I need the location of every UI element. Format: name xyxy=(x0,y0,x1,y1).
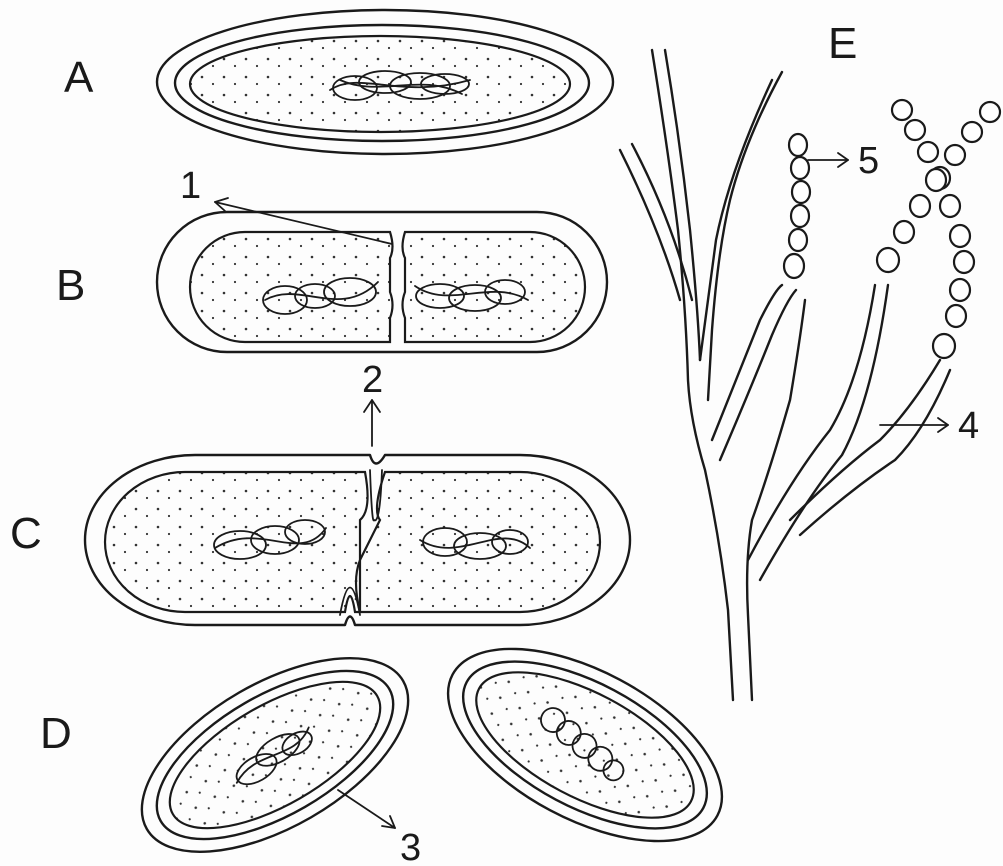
cell-d-left xyxy=(111,619,439,866)
callout-5-arrow xyxy=(808,153,848,167)
cell-c-right-compartment xyxy=(356,472,600,612)
label-a: A xyxy=(64,53,94,102)
cell-b xyxy=(157,212,607,352)
label-c: C xyxy=(10,509,42,558)
spore-chain-right xyxy=(877,100,1000,358)
cell-c-left-compartment xyxy=(105,472,368,612)
label-d: D xyxy=(40,709,72,758)
filament-e xyxy=(620,50,950,700)
callout-2-label: 2 xyxy=(362,359,383,401)
callout-2-arrow xyxy=(364,400,380,446)
callout-4-label: 4 xyxy=(958,405,979,447)
cell-a xyxy=(157,10,613,154)
callout-3-arrow xyxy=(338,790,395,828)
cell-c xyxy=(85,455,630,625)
label-e: E xyxy=(828,19,857,68)
callout-3-label: 3 xyxy=(400,827,421,866)
callout-5-label: 5 xyxy=(858,140,879,182)
label-b: B xyxy=(56,261,85,310)
spore-chain-upper xyxy=(784,134,810,278)
cell-b-right-compartment xyxy=(403,232,586,342)
callout-1-label: 1 xyxy=(180,165,201,207)
cell-d-right xyxy=(418,609,752,866)
